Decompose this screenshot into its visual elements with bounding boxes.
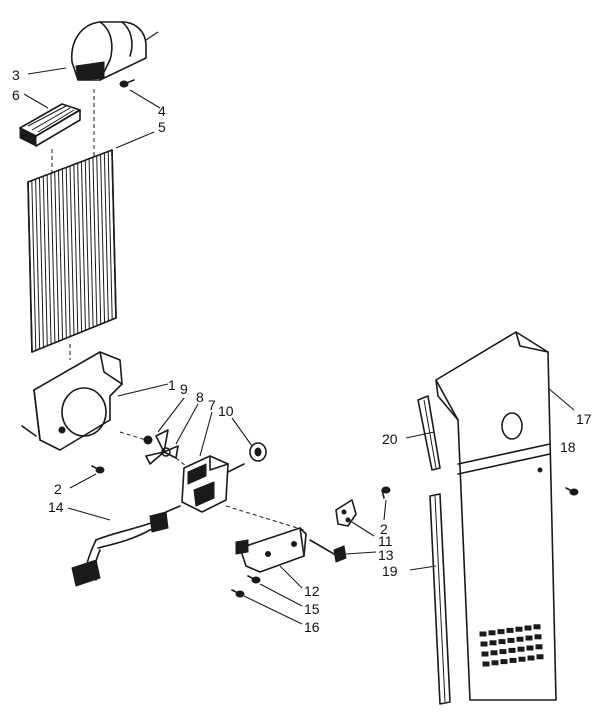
callout-8: 8 [196, 389, 204, 405]
rear-cover-panel-part [435, 331, 557, 701]
mounting-bracket-part [225, 505, 307, 573]
callout-19: 19 [382, 563, 398, 579]
evaporator-coil-part [27, 88, 117, 353]
screw-part-4 [119, 79, 135, 88]
callout-10: 10 [218, 403, 234, 419]
callout-13: 13 [378, 547, 394, 563]
screw-part-16 [231, 589, 245, 598]
air-duct-part [71, 21, 159, 81]
fan-shroud-part [21, 344, 123, 451]
screw-part-18 [565, 487, 579, 496]
screw-part-2-left [91, 465, 105, 474]
callout-5: 5 [158, 119, 166, 135]
callout-11: 11 [378, 533, 393, 549]
callout-7: 7 [208, 397, 216, 413]
callout-2-left: 2 [54, 481, 62, 497]
callout-12: 12 [304, 583, 320, 599]
callout-14: 14 [48, 499, 64, 515]
wire-harness-part [71, 505, 181, 587]
callout-9: 9 [180, 381, 188, 397]
callout-1: 1 [168, 377, 176, 393]
callout-4: 4 [158, 103, 166, 119]
fan-motor-part [175, 455, 245, 513]
fan-blade-part [119, 429, 179, 465]
callout-3: 3 [12, 67, 20, 83]
callout-2-right: 2 [380, 521, 388, 537]
seal-strip-part [429, 493, 451, 705]
connector-part [309, 539, 347, 563]
foam-block-part [19, 103, 81, 147]
gasket-strip-part [417, 395, 441, 471]
callout-18: 18 [560, 439, 576, 455]
screw-part-2-right [381, 486, 391, 499]
callout-20: 20 [382, 431, 398, 447]
grommet-part [249, 442, 267, 462]
sensor-part [335, 499, 357, 527]
callout-16: 16 [304, 619, 320, 635]
callout-labels: 3 6 4 5 1 9 8 7 10 2 14 2 11 13 12 15 16… [12, 67, 592, 635]
screw-part-15 [247, 575, 261, 584]
callout-15: 15 [304, 601, 320, 617]
callout-17: 17 [576, 411, 592, 427]
leader-lines [23, 67, 575, 625]
callout-6: 6 [12, 87, 20, 103]
